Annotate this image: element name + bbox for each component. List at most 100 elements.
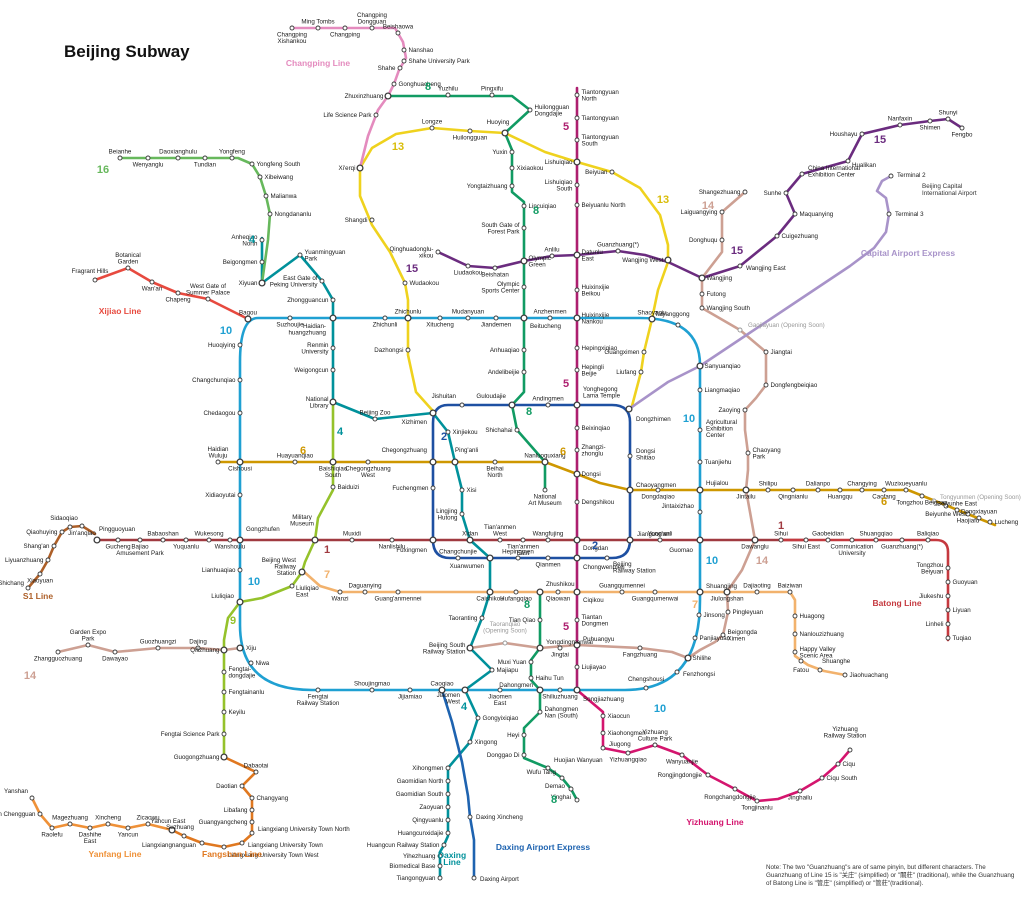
line-path-daxing-airport-express <box>440 688 476 880</box>
station-pingguoyuan <box>93 536 101 544</box>
station-label-rongjingdongjie: Rongjingdongjie <box>658 772 703 779</box>
station-label-taiyanggong: Taiyanggong <box>654 311 690 318</box>
station-xisi <box>459 487 465 493</box>
station-laiguangying <box>719 209 725 215</box>
line-name-label-xijiao-line: Xijiao Line <box>99 306 142 316</box>
station-baishiqiao-south <box>329 458 337 466</box>
line-number-badge-8: 8 <box>524 599 530 611</box>
station-label-liangxiang-university-town-north: Liangxiang University Town North <box>258 826 350 833</box>
line-name-label-batong-line: Batong Line <box>872 598 921 608</box>
station-label-baiziwan: Baiziwan <box>778 583 803 590</box>
station-lishuiqiao-south <box>574 182 580 188</box>
line-number-badge-1: 1 <box>778 520 784 532</box>
station-bagou <box>244 315 252 323</box>
station-label-xihongmen: Xihongmen <box>412 765 444 772</box>
station-huoying <box>501 129 509 137</box>
station-jiangtai <box>763 349 769 355</box>
station-label-jintailu: Jintailu <box>736 494 756 501</box>
station-haidian-huangzhuang <box>329 314 337 322</box>
station-label-beixinqiao: Beixinqiao <box>582 425 611 432</box>
station-guloudajie <box>508 401 516 409</box>
station-liudaokou <box>465 263 471 269</box>
station-label-dalianpo: Dalianpo <box>806 481 831 488</box>
station-nanfaxin <box>897 122 903 128</box>
line-number-badge-8: 8 <box>533 205 539 217</box>
station-zhichunli <box>382 315 388 321</box>
station-label-zhuxinzhuang: Zhuxinzhuang <box>345 93 384 100</box>
station-label-nanlishilu: Nanlishilu <box>379 544 406 551</box>
line-number-badge-8: 8 <box>526 406 532 418</box>
station-label-tongzhou-beiguan: Tongzhou Beiguan <box>896 500 948 507</box>
station-botanical-garden <box>125 265 131 271</box>
station-label-biomedical-base: Biomedical Base <box>389 863 436 870</box>
station-label-dajiaoting: Dajiaoting <box>743 583 771 590</box>
station-xitucheng <box>437 315 443 321</box>
station-label-changyang: Changyang <box>257 795 289 802</box>
station-daxing-airport <box>471 875 477 881</box>
station-gonghuacheng <box>391 81 397 87</box>
station-label-changping: Changping <box>330 32 360 39</box>
station-label-lincuiqiao: Lincuiqiao <box>529 203 557 210</box>
station-lingjing-hutong <box>459 511 465 517</box>
station-ciqu-south <box>819 775 825 781</box>
station-label-tiangongyuan: Tiangongyuan <box>397 875 437 882</box>
station-maquanying <box>792 211 798 217</box>
station-pingleyuan <box>725 609 731 615</box>
line-number-badge-10: 10 <box>683 413 695 425</box>
station-jiandemen <box>493 315 499 321</box>
station-wangjing <box>698 274 706 282</box>
station-label-jingtai: Jingtai <box>551 652 569 659</box>
station-label-guoyuan: Guoyuan <box>953 579 979 586</box>
station-dazhongsi <box>405 347 411 353</box>
station-label-xuanwumen: Xuanwumen <box>450 563 485 570</box>
station-label-jishuitan: Jishuitan <box>432 393 457 400</box>
line-number-badge-8: 8 <box>425 81 431 93</box>
station-muxi-yuan <box>528 659 534 665</box>
line-number-badge-10: 10 <box>220 325 232 337</box>
station-label-shichang: Shichang <box>0 580 25 587</box>
station-puhuangyu <box>573 641 581 649</box>
station-huixinxijie-nankou <box>573 314 581 322</box>
station-east-gate-of-peking-university <box>319 278 325 284</box>
station-yihezhuang <box>437 853 443 859</box>
station-zaoyuan <box>445 804 451 810</box>
station-dahongmen-nan-south <box>537 709 543 715</box>
station-anlilu <box>549 253 555 259</box>
station-label-yinghai: Yinghai <box>551 794 571 801</box>
station-label-guloudajie: Guloudajie <box>476 393 506 400</box>
station-jiaohuachang <box>842 672 848 678</box>
line-path-line10 <box>238 316 702 692</box>
station-label-huangcun-railway-station: Huangcun Railway Station <box>367 842 440 849</box>
station-fengtainanlu <box>221 689 227 695</box>
station-label-nanfaxin: Nanfaxin <box>888 116 913 123</box>
station-agricultural-exhibition-center <box>697 427 703 433</box>
station-sanyuanqiao <box>696 362 704 370</box>
station-national-library <box>329 398 337 406</box>
station-suzhuang <box>181 833 187 839</box>
station-tiantongyuan-south <box>574 137 580 143</box>
station-hujialou <box>696 486 704 494</box>
station-label-shiliuzhuang: Shiliuzhuang <box>542 694 578 701</box>
station-label-donghuqu: Donghuqu <box>689 237 718 244</box>
station-label-dongzhimen: Dongzhimen <box>636 416 671 423</box>
station-beigongmen <box>259 259 265 265</box>
station-taoranting <box>479 615 485 621</box>
station-label-huagong: Huagong <box>800 613 826 620</box>
station-anhuaqiao <box>521 347 527 353</box>
station-daguanying <box>362 589 368 595</box>
station-shuangjing <box>696 588 704 596</box>
station-label-qianmen: Qianmen <box>535 562 561 569</box>
station-label-shunyi: Shunyi <box>939 110 958 117</box>
station-label-shoujingmao: Shoujingmao <box>354 681 391 688</box>
station-label-caofang: Caofang <box>872 494 896 501</box>
station-zhuxinzhuang <box>384 92 392 100</box>
station-label-fangzhuang: Fangzhuang <box>623 652 658 659</box>
station-label-caoqiao: Caoqiao <box>430 681 454 688</box>
station-label-xisi: Xisi <box>467 487 477 494</box>
station-label-hepingxiqiao: Hepingxiqiao <box>582 345 618 352</box>
